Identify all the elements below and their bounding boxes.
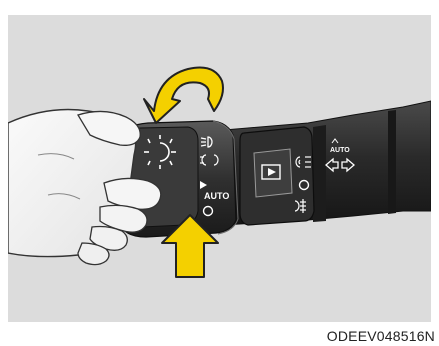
hand-illustration	[8, 110, 161, 265]
svg-text:AUTO: AUTO	[330, 147, 350, 154]
lighting-stalk-illustration: AUTO	[8, 15, 431, 322]
rotate-arrow-icon	[144, 68, 223, 124]
illustration-panel: AUTO	[8, 15, 431, 322]
svg-text:AUTO: AUTO	[204, 191, 229, 201]
figure-code: ODEEV048516N	[327, 328, 435, 344]
